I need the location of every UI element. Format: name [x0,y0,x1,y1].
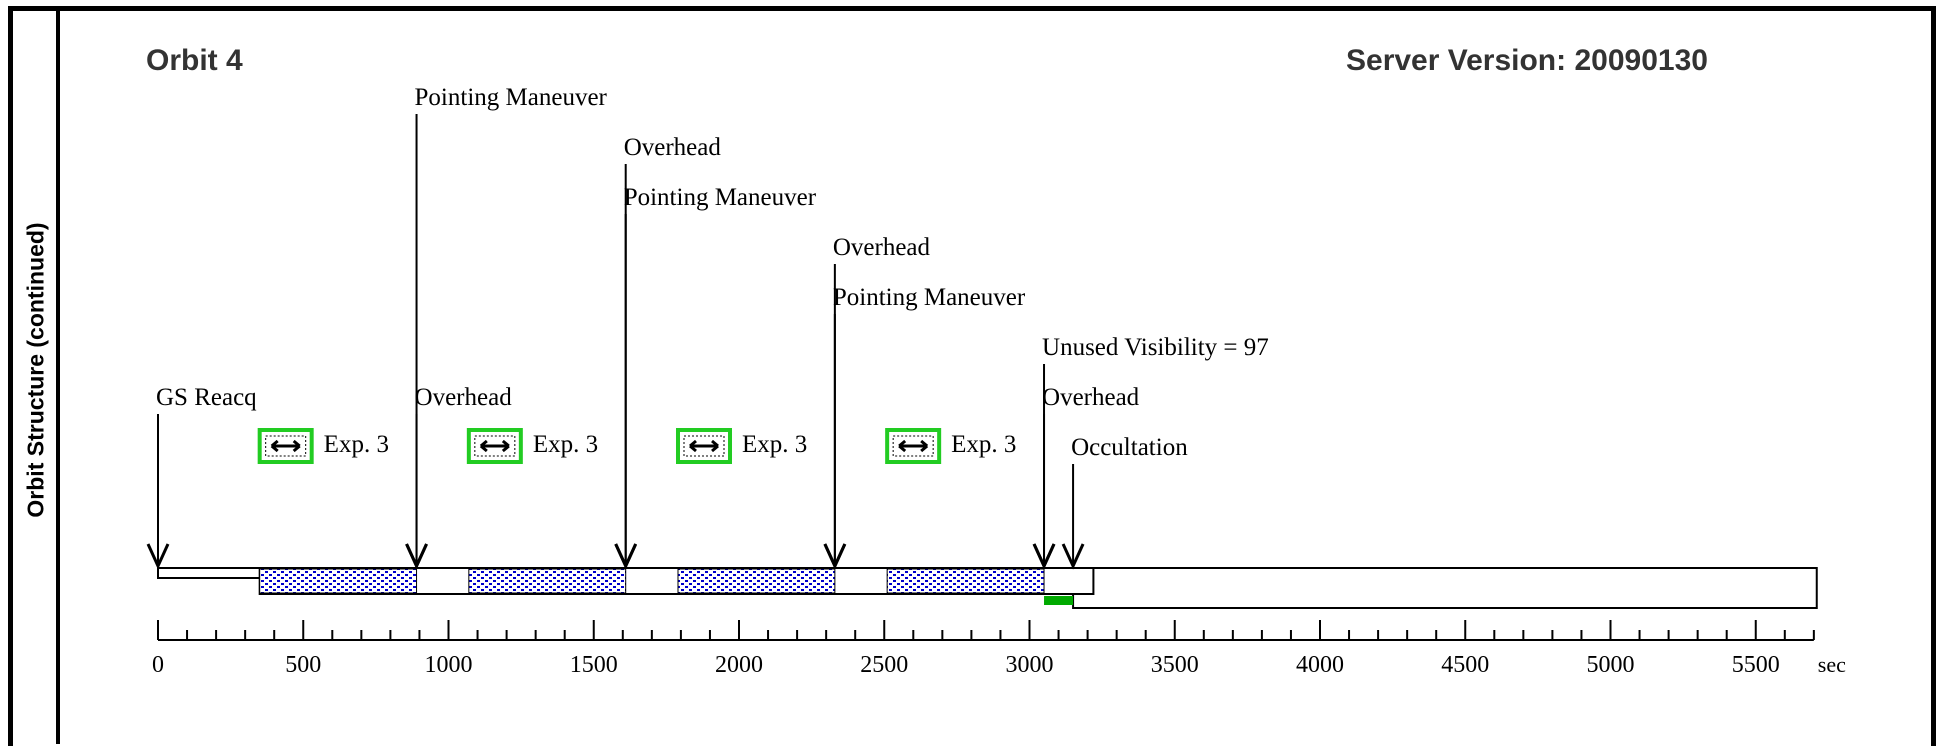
tick-label: 1000 [425,652,473,678]
occultation-bar [1072,567,1818,609]
exposure-icon-dots [265,435,307,457]
tick-label: 2500 [860,652,908,678]
event-label-pointing-maneuver: Pointing Maneuver [624,184,817,211]
event-label-occultation: Occultation [1071,434,1188,461]
tick-label: 5500 [1732,652,1780,678]
tick-label: 3500 [1151,652,1199,678]
axis-unit-label: sec [1818,652,1846,677]
event-arrow [405,543,428,570]
occultation-marker [1044,596,1074,605]
event-label-pointing-maneuver: Pointing Maneuver [833,284,1026,311]
exposure-bar [677,568,836,594]
tick-label: 3000 [1006,652,1054,678]
exposure-marker: Exp. 3 [675,428,807,464]
exposure-label: Exp. 3 [951,431,1016,458]
tick-label: 500 [285,652,321,678]
exposure-icon-dots [892,435,934,457]
event-arrow [1061,543,1085,570]
gs-reacq-bar [157,567,261,579]
exposure-bar [259,568,418,594]
double-arrow-icon [270,439,301,453]
event-arrow [614,543,638,570]
tick-label: 2000 [715,652,763,678]
event-arrow [146,543,170,570]
side-panel [8,6,60,744]
event-label-unused-visibility-97: Unused Visibility = 97 [1042,334,1269,361]
event-arrow [823,543,847,570]
event-label-overhead: Overhead [833,234,931,261]
orbit-title: Orbit 4 [146,44,243,77]
exposure-icon-dots [474,435,516,457]
event-label-overhead: Overhead [415,384,513,411]
server-version: Server Version: 20090130 [1346,44,1708,77]
exposure-bar [886,568,1045,594]
tick-label: 4500 [1441,652,1489,678]
event-label-gs-reacq: GS Reacq [156,384,257,411]
exposure-label: Exp. 3 [742,431,807,458]
tick-label: 4000 [1296,652,1344,678]
exposure-label: Exp. 3 [324,431,389,458]
double-arrow-icon [689,439,719,453]
double-arrow-icon [898,439,929,453]
exposure-icon-frame [466,428,523,464]
event-label-overhead: Overhead [1042,384,1140,411]
event-arrow [1032,543,1056,570]
exposure-label: Exp. 3 [533,431,598,458]
event-label-overhead: Overhead [624,134,722,161]
tick-label: 0 [152,652,164,678]
tick-label: 1500 [570,652,618,678]
double-arrow-icon [479,439,510,453]
exposure-marker: Exp. 3 [257,428,389,464]
tick-label: 5000 [1587,652,1635,678]
event-label-pointing-maneuver: Pointing Maneuver [415,84,608,111]
exposure-marker: Exp. 3 [885,428,1016,464]
exposure-icon-dots [683,435,725,457]
exposure-marker: Exp. 3 [466,428,598,464]
exposure-bar [468,568,627,594]
chart-frame [8,6,1936,746]
